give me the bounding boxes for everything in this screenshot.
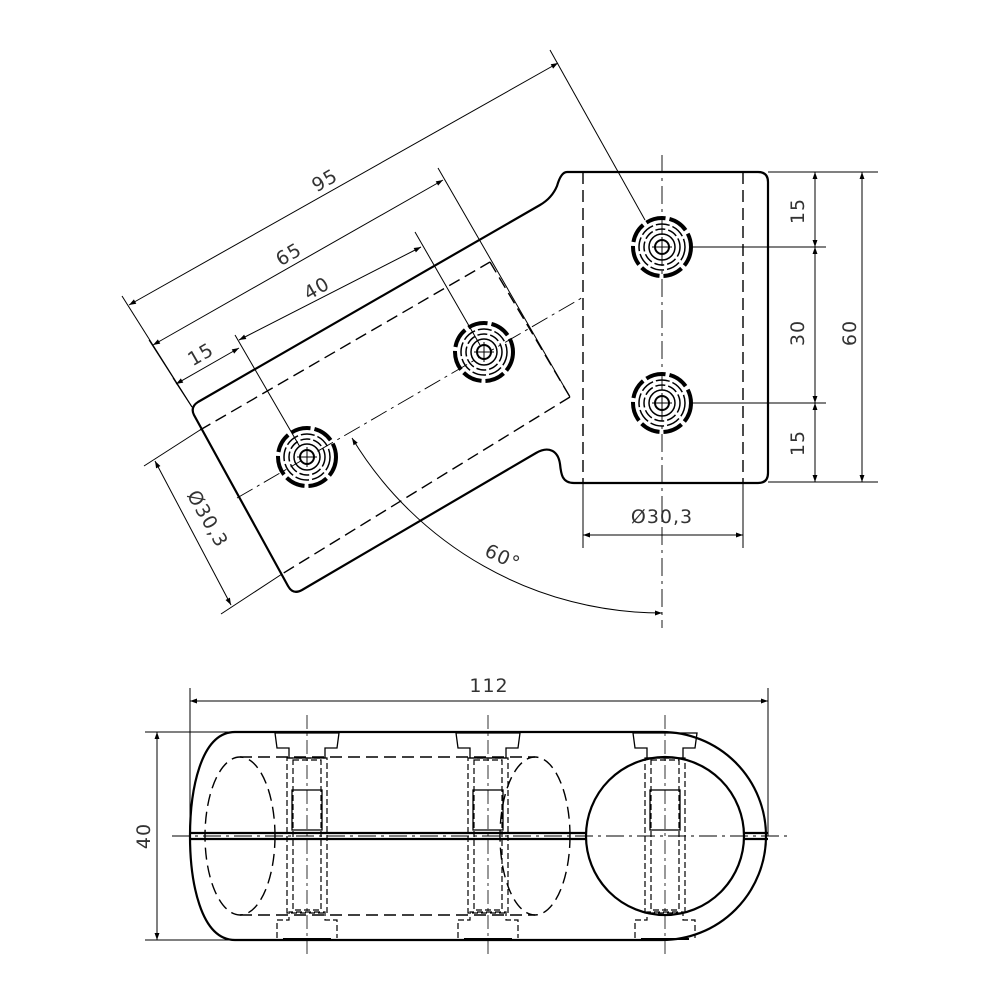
dim-label-right-diameter: Ø30,3 bbox=[631, 506, 693, 528]
bolt-icon bbox=[631, 372, 693, 434]
dim-label-15-top: 15 bbox=[787, 198, 809, 224]
dim-label-15-arm: 15 bbox=[184, 339, 218, 371]
dim-label-15-bottom: 15 bbox=[787, 430, 809, 456]
arm-centerline bbox=[236, 295, 586, 499]
extension-line bbox=[234, 334, 301, 448]
bolt-icon bbox=[631, 216, 693, 278]
dim-label-40-side: 40 bbox=[133, 823, 155, 849]
dim-label-65: 65 bbox=[272, 239, 306, 271]
dimension-line-arm-diameter bbox=[154, 460, 232, 606]
extension-line bbox=[172, 377, 193, 408]
bolt-side-icon bbox=[274, 715, 340, 955]
dim-label-95: 95 bbox=[308, 165, 342, 197]
side-view-bolts bbox=[274, 715, 698, 955]
arm-bore-hidden-line bbox=[281, 396, 571, 575]
dimension-line-40 bbox=[238, 246, 422, 341]
dim-label-30: 30 bbox=[787, 320, 809, 346]
dim-label-60: 60 bbox=[839, 320, 861, 346]
angle-arc bbox=[351, 437, 663, 616]
extension-line bbox=[220, 573, 283, 615]
dim-label-112: 112 bbox=[469, 675, 508, 697]
bolt-side-icon bbox=[632, 715, 698, 955]
bolt-side-icon bbox=[455, 715, 521, 955]
top-view: 15 30 15 60 Ø30,3 95 65 40 15 Ø30,3 60° bbox=[121, 49, 878, 628]
extension-line bbox=[549, 49, 646, 221]
dimension-line-15-arm bbox=[175, 347, 240, 385]
dimension-line-65 bbox=[152, 179, 444, 346]
extension-line bbox=[143, 429, 201, 467]
bolt-icon bbox=[276, 426, 338, 488]
side-view: 112 40 bbox=[133, 675, 790, 955]
dim-label-angle: 60° bbox=[481, 540, 524, 575]
dim-label-arm-diameter: Ø30,3 bbox=[182, 487, 232, 552]
top-view-bolts bbox=[276, 216, 693, 488]
dim-label-40: 40 bbox=[300, 273, 334, 305]
bolt-icon bbox=[453, 321, 515, 383]
